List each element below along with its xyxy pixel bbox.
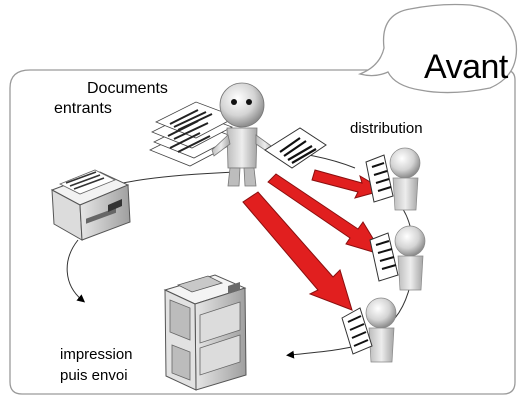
workflow-cycle-line-left <box>66 239 86 303</box>
recipient-figure-1-icon <box>365 147 421 211</box>
avant-label: Avant <box>424 48 508 86</box>
red-arrow-icon <box>242 191 353 311</box>
central-person-figure-icon <box>211 82 275 187</box>
impression-label-line1: impression <box>60 346 133 363</box>
copier-icon <box>163 274 247 391</box>
recipient-figure-3-icon <box>341 297 397 363</box>
impression-label-line2: puis envoi <box>60 367 128 384</box>
diagram-frame <box>9 69 516 395</box>
red-arrow-icon <box>311 169 386 199</box>
documents-label-line1: Documents <box>87 80 168 97</box>
document-stack-icon <box>149 101 237 167</box>
printer-icon <box>50 169 131 241</box>
document-icon <box>264 127 327 169</box>
distribution-label: distribution <box>350 120 423 137</box>
documents-label-line2: entrants <box>54 100 112 117</box>
speech-bubble <box>357 3 518 94</box>
recipient-figure-2-icon <box>369 225 426 291</box>
